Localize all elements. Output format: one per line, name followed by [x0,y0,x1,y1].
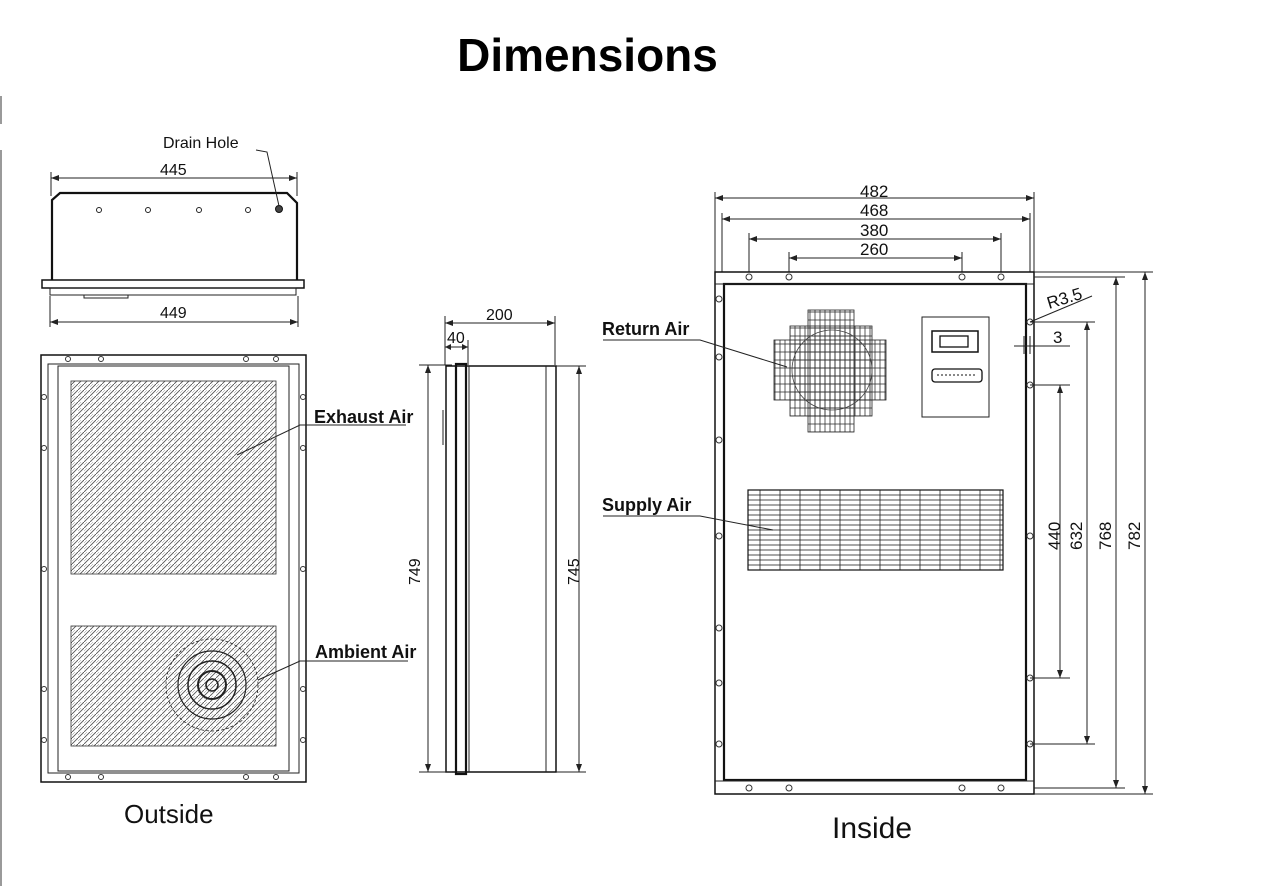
supply-air-grille [747,489,1004,571]
dim-749: 749 [407,558,424,585]
outside-top-view: 445 Drain Hole 449 [41,135,305,327]
side-view: 200 40 749 745 [407,307,586,776]
caption-inside: Inside [832,812,912,845]
label-return-air: Return Air [602,319,689,339]
dim-782: 782 [1125,522,1144,550]
dim-440: 440 [1045,522,1064,550]
dim-260: 260 [860,240,888,259]
caption-outside: Outside [124,799,214,829]
label-supply-air: Supply Air [602,495,691,515]
dim-768: 768 [1096,522,1115,550]
dim-r3-5: R3.5 [1045,284,1085,313]
label-ambient-air: Ambient Air [315,642,416,662]
dim-3: 3 [1053,328,1062,347]
dim-40: 40 [447,330,465,347]
dim-200: 200 [486,307,513,324]
label-exhaust-air: Exhaust Air [314,407,413,427]
outside-fan [165,638,259,732]
inside-view: 482 468 380 260 [602,182,1153,795]
return-air-grille [773,309,887,433]
controller-panel [921,316,990,418]
left-edge-mark-top [0,96,2,124]
inside-mounting-holes [715,273,1034,792]
dim-380: 380 [860,221,888,240]
label-drain-hole: Drain Hole [163,135,239,152]
dim-482: 482 [860,182,888,201]
dim-468: 468 [860,201,888,220]
dim-449: 449 [160,305,187,322]
outside-mounting-holes [41,356,306,780]
left-edge-mark-bottom [0,150,2,886]
dim-745: 745 [566,558,583,585]
dim-445: 445 [160,162,187,179]
dim-632: 632 [1067,522,1086,550]
outside-front-view: Exhaust Air Ambient Air [40,354,416,783]
page-title: Dimensions [457,29,718,81]
